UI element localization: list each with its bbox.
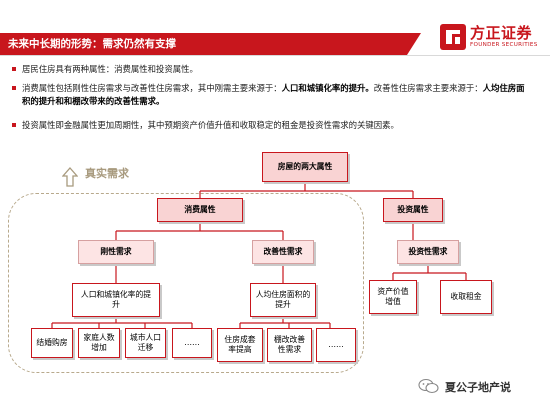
header-band: 未来中长期的形势：需求仍然有支撑 — [0, 33, 421, 55]
bullet-text-bold: 人均住房面积的提升和和棚改带来的改善性需求。 — [22, 83, 525, 106]
watermark-text: 夏公子地产说 — [445, 381, 511, 394]
node-asset-value: 资产价值增值 — [369, 280, 417, 314]
node-rent: 收取租金 — [440, 280, 492, 314]
bullet-text-part: 改善性住房需求主要来源于： — [373, 83, 483, 93]
node-root: 房屋的两大属性 — [262, 152, 348, 182]
node-leaf: 住房成套率提高 — [217, 328, 263, 362]
node-leaf: 家庭人数增加 — [78, 328, 120, 358]
bullet-dot — [12, 123, 16, 127]
node-improve-demand: 改善性需求 — [252, 240, 314, 264]
node-leaf: …… — [316, 328, 356, 362]
logo-text-en: FOUNDER SECURITIES — [470, 42, 538, 48]
wechat-watermark: 夏公子地产说 — [418, 376, 546, 396]
node-consumption: 消费属性 — [157, 198, 243, 222]
bullet-dot — [12, 86, 16, 90]
node-leaf: 棚改改善性需求 — [267, 328, 312, 362]
slide-title: 未来中长期的形势：需求仍然有支撑 — [8, 38, 176, 50]
founder-securities-logo: 方正证券 FOUNDER SECURITIES — [438, 20, 546, 56]
bullet-text: 投资属性即金融属性更加周期性，其中预期资产价值升值和收取稳定的租金是投资性需求的… — [22, 120, 399, 130]
logo-text-cn: 方正证券 — [470, 24, 533, 42]
real-demand-group — [8, 193, 364, 373]
bullet-text-bold: 人口和城镇化率的提升。 — [281, 83, 374, 93]
bullet-dot — [12, 67, 16, 71]
bullet-text: 居民住房具有两种属性：消费属性和投资属性。 — [22, 64, 198, 74]
real-demand-label: 真实需求 — [85, 167, 129, 180]
node-rigid-demand: 刚性需求 — [78, 240, 154, 264]
node-improve-source: 人均住房面积的提升 — [250, 283, 316, 317]
founder-logo-icon — [440, 24, 466, 50]
wechat-icon — [418, 378, 439, 394]
bullet-text: 消费属性包括刚性住房需求与改善性住房需求，其中刚需主要来源于：人口和城镇化率的提… — [22, 82, 532, 108]
node-rigid-source: 人口和城镇化率的提升 — [72, 283, 160, 317]
bullet-text-part: 消费属性包括刚性住房需求与改善性住房需求，其中刚需主要来源于： — [22, 83, 282, 93]
node-leaf: 城市人口迁移 — [125, 328, 166, 358]
node-leaf: 结婚购房 — [31, 328, 73, 358]
up-arrow-icon — [62, 167, 78, 187]
node-investment-demand: 投资性需求 — [397, 240, 459, 264]
node-leaf: …… — [172, 328, 212, 358]
node-investment: 投资属性 — [383, 198, 443, 222]
divider — [0, 55, 550, 56]
